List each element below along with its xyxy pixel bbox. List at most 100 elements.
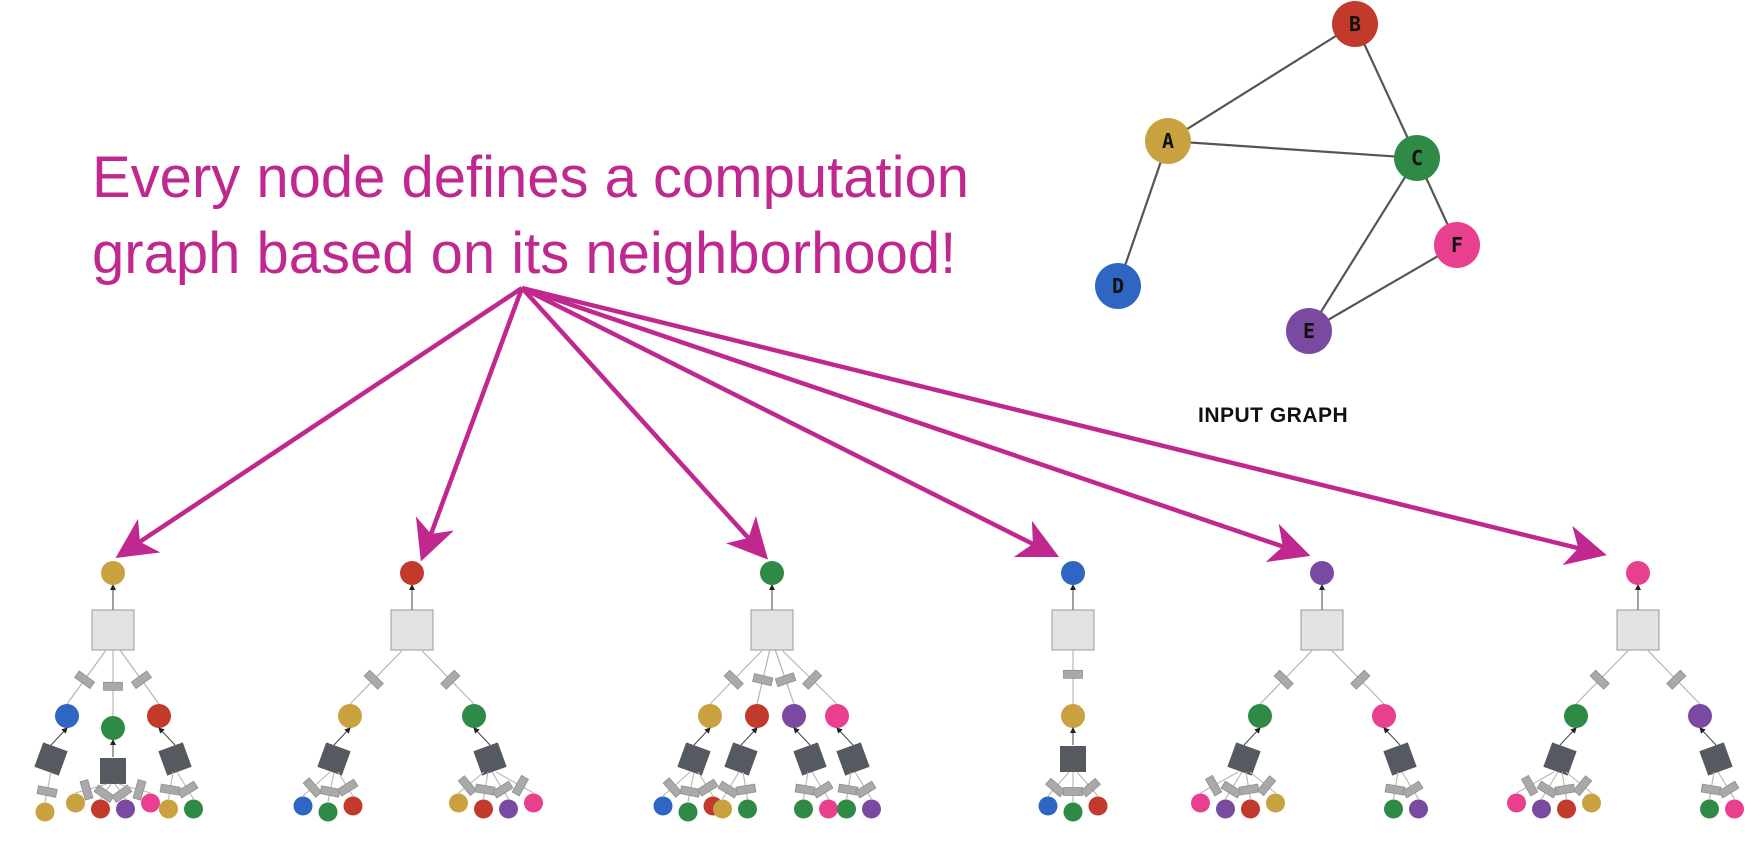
level1-node-E	[1688, 704, 1712, 728]
edge-tag	[697, 778, 719, 797]
edge-tag	[474, 783, 496, 796]
edge-tag	[837, 783, 859, 796]
level2-link	[1565, 771, 1592, 794]
level2-link	[458, 771, 485, 794]
aggregator-box	[1616, 609, 1660, 651]
level1-node-E	[782, 704, 806, 728]
edge-tag	[1063, 787, 1083, 796]
neighbor-box	[724, 742, 758, 776]
level2-node-B	[91, 799, 110, 819]
level1-node-C	[1248, 704, 1272, 728]
edge-tag	[36, 785, 58, 798]
level2-link	[1516, 771, 1555, 794]
aggregator-box	[390, 609, 434, 651]
level2-link	[44, 771, 52, 803]
level2-node-E	[1409, 799, 1428, 819]
level1-node-D	[55, 704, 79, 728]
level2-node-F	[1507, 793, 1526, 813]
level2-link	[118, 783, 151, 794]
graph-node-label-E: E	[1303, 319, 1315, 343]
level2-link	[327, 771, 335, 803]
edge-tag	[511, 774, 530, 797]
computation-graph-D	[1038, 561, 1108, 822]
level1-node-A	[338, 704, 362, 728]
root-node-D	[1061, 561, 1085, 585]
headline-line-1: Every node defines a computation	[92, 145, 969, 210]
level2-link	[811, 771, 829, 800]
level2-node-A	[66, 793, 85, 813]
level2-node-D	[1038, 796, 1058, 816]
graph-node-label-A: A	[1162, 129, 1174, 153]
graph-edge-CE	[1308, 157, 1418, 332]
headline-arrow-A	[115, 286, 524, 558]
level2-link	[1401, 771, 1419, 800]
neighbor-box	[473, 742, 507, 776]
edge-tag	[1238, 783, 1260, 796]
level1-node-B	[147, 704, 171, 728]
level2-node-B	[1557, 799, 1576, 819]
level2-link	[1225, 771, 1243, 800]
neighbor-box	[1227, 742, 1261, 776]
level2-link	[1249, 771, 1276, 794]
level2-link	[1200, 771, 1239, 794]
edge-tag	[1273, 669, 1294, 690]
root-node-C	[760, 561, 784, 585]
level2-node-B	[474, 799, 493, 819]
level2-node-A	[1266, 793, 1285, 813]
level2-node-C	[318, 802, 338, 822]
headline: Every node defines a computation graph b…	[92, 140, 1052, 292]
root-node-B	[400, 561, 424, 585]
neighbor-box-link	[693, 727, 711, 746]
edge-tag	[1700, 783, 1722, 796]
level2-node-B	[1241, 799, 1260, 819]
level1-node-A	[698, 704, 722, 728]
edge-tag	[1045, 777, 1066, 798]
neighbor-box	[34, 742, 68, 776]
graph-node-E	[1286, 308, 1332, 354]
graph-node-label-D: D	[1112, 274, 1124, 298]
graph-edge-AB	[1167, 23, 1356, 142]
level2-link	[1541, 771, 1559, 800]
edge-tag	[1220, 780, 1243, 799]
level1-node-A	[1061, 704, 1085, 728]
level2-link	[176, 771, 194, 800]
edge-tag	[440, 669, 461, 690]
edge-tag	[457, 775, 478, 797]
level2-link	[1076, 771, 1099, 797]
graph-node-C	[1394, 135, 1440, 181]
edge-tag	[111, 784, 133, 804]
edge-tag	[854, 780, 877, 799]
headline-arrow-D	[520, 285, 1060, 558]
computation-graph-C	[653, 561, 881, 822]
edge-tag	[176, 780, 199, 799]
edge-tag	[302, 777, 323, 798]
neighbor-box	[317, 742, 351, 776]
computation-graphs	[34, 561, 1744, 822]
graph-edge-AD	[1116, 140, 1170, 287]
neighbor-box-link	[1559, 727, 1577, 746]
level2-link	[722, 771, 740, 800]
graph-node-label-F: F	[1451, 233, 1463, 257]
edge-tag	[159, 783, 181, 796]
edge-tag	[811, 780, 834, 799]
level1-node-F	[1372, 704, 1396, 728]
level2-node-F	[1191, 793, 1210, 813]
level2-node-C	[1700, 799, 1719, 819]
level2-node-C	[678, 802, 698, 822]
level2-node-F	[1725, 799, 1744, 819]
edge-tag	[1520, 774, 1539, 797]
graph-node-F	[1434, 222, 1480, 268]
computation-graph-E	[1191, 561, 1428, 819]
edge-tag	[1063, 669, 1083, 679]
edge-tag	[1204, 774, 1223, 797]
level2-link	[302, 771, 331, 797]
neighbor-box-link	[1243, 727, 1261, 746]
graph-node-label-B: B	[1349, 12, 1361, 36]
edge-tag	[491, 780, 514, 799]
level2-node-C	[794, 799, 813, 819]
neighbor-box-link	[793, 727, 811, 746]
neighbor-box	[1383, 742, 1417, 776]
input-graph-caption: INPUT GRAPH	[1198, 404, 1349, 427]
edge-tag	[1666, 669, 1687, 690]
